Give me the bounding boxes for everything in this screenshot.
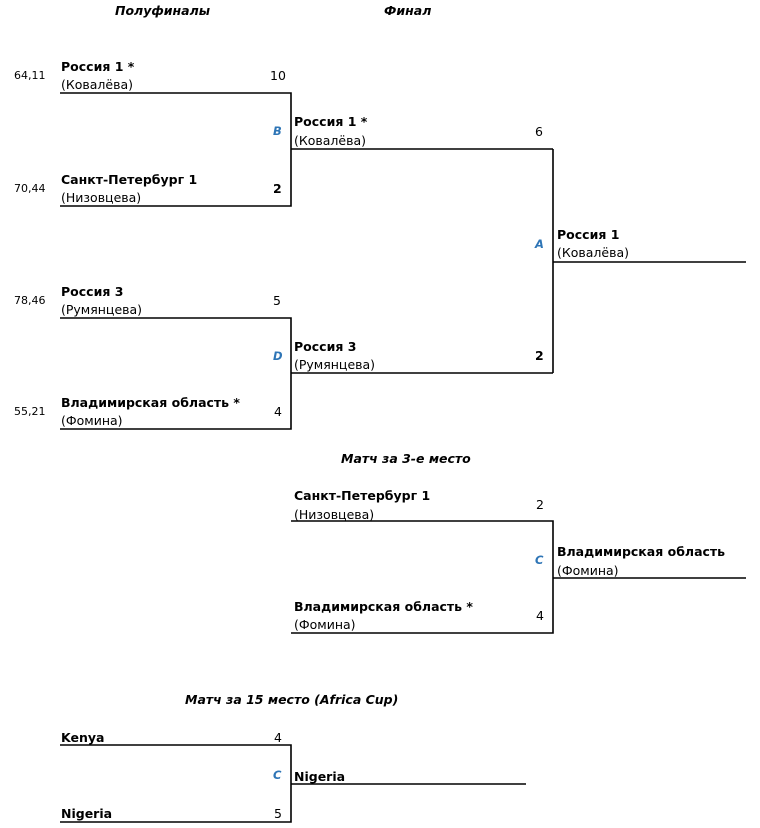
seed-value: 70,44 — [14, 182, 46, 195]
score: 2 — [535, 348, 544, 363]
match-label: A — [535, 237, 544, 251]
match-label: D — [273, 349, 283, 363]
sf2-connector — [60, 317, 553, 430]
coach-name: (Низовцева) — [61, 190, 142, 205]
team-name: Nigeria — [61, 806, 113, 821]
team-name: Россия 3 — [61, 284, 124, 299]
coach-name: (Фомина) — [61, 413, 123, 428]
match-label: C — [273, 768, 282, 782]
team-name: Россия 1 * — [61, 59, 135, 74]
team-name: Россия 1 * — [294, 114, 368, 129]
score: 2 — [536, 497, 544, 512]
third-connector — [291, 520, 746, 634]
score: 4 — [274, 730, 282, 745]
match-label: B — [273, 124, 282, 138]
winner-team-name: Россия 1 — [557, 227, 620, 242]
winner-team-name: Nigeria — [294, 769, 346, 784]
score: 6 — [535, 124, 543, 139]
score: 4 — [274, 404, 282, 419]
coach-name: (Ковалёва) — [294, 133, 367, 148]
third-place-header: Матч за 3-е место — [341, 451, 471, 466]
score: 5 — [274, 806, 282, 821]
sf1-connector — [60, 92, 553, 207]
seed-value: 64,11 — [14, 69, 46, 82]
team-name: Владимирская область * — [61, 395, 240, 410]
team-name: Kenya — [61, 730, 105, 745]
team-name: Россия 3 — [294, 339, 357, 354]
team-name: Владимирская область * — [294, 599, 473, 614]
semifinals-header: Полуфиналы — [115, 3, 211, 18]
fifteenth-connector — [60, 744, 526, 823]
score: 10 — [270, 68, 286, 83]
coach-name: (Фомина) — [294, 617, 356, 632]
winner-team-name: Владимирская область — [557, 544, 726, 559]
winner-coach-name: (Фомина) — [557, 563, 619, 578]
winner-coach-name: (Ковалёва) — [557, 245, 630, 260]
team-name: Санкт-Петербург 1 — [61, 172, 198, 187]
coach-name: (Ковалёва) — [61, 77, 134, 92]
fifteenth-place-header: Матч за 15 место (Africa Cup) — [185, 692, 399, 707]
final-header: Финал — [384, 3, 432, 18]
coach-name: (Румянцева) — [294, 357, 376, 372]
seed-value: 55,21 — [14, 405, 46, 418]
coach-name: (Румянцева) — [61, 302, 143, 317]
coach-name: (Низовцева) — [294, 507, 375, 522]
team-name: Санкт-Петербург 1 — [294, 488, 431, 503]
final-connector — [552, 149, 746, 373]
seed-value: 78,46 — [14, 294, 46, 307]
match-label: C — [535, 553, 544, 567]
score: 4 — [536, 608, 544, 623]
score: 5 — [273, 293, 281, 308]
score: 2 — [273, 181, 282, 196]
